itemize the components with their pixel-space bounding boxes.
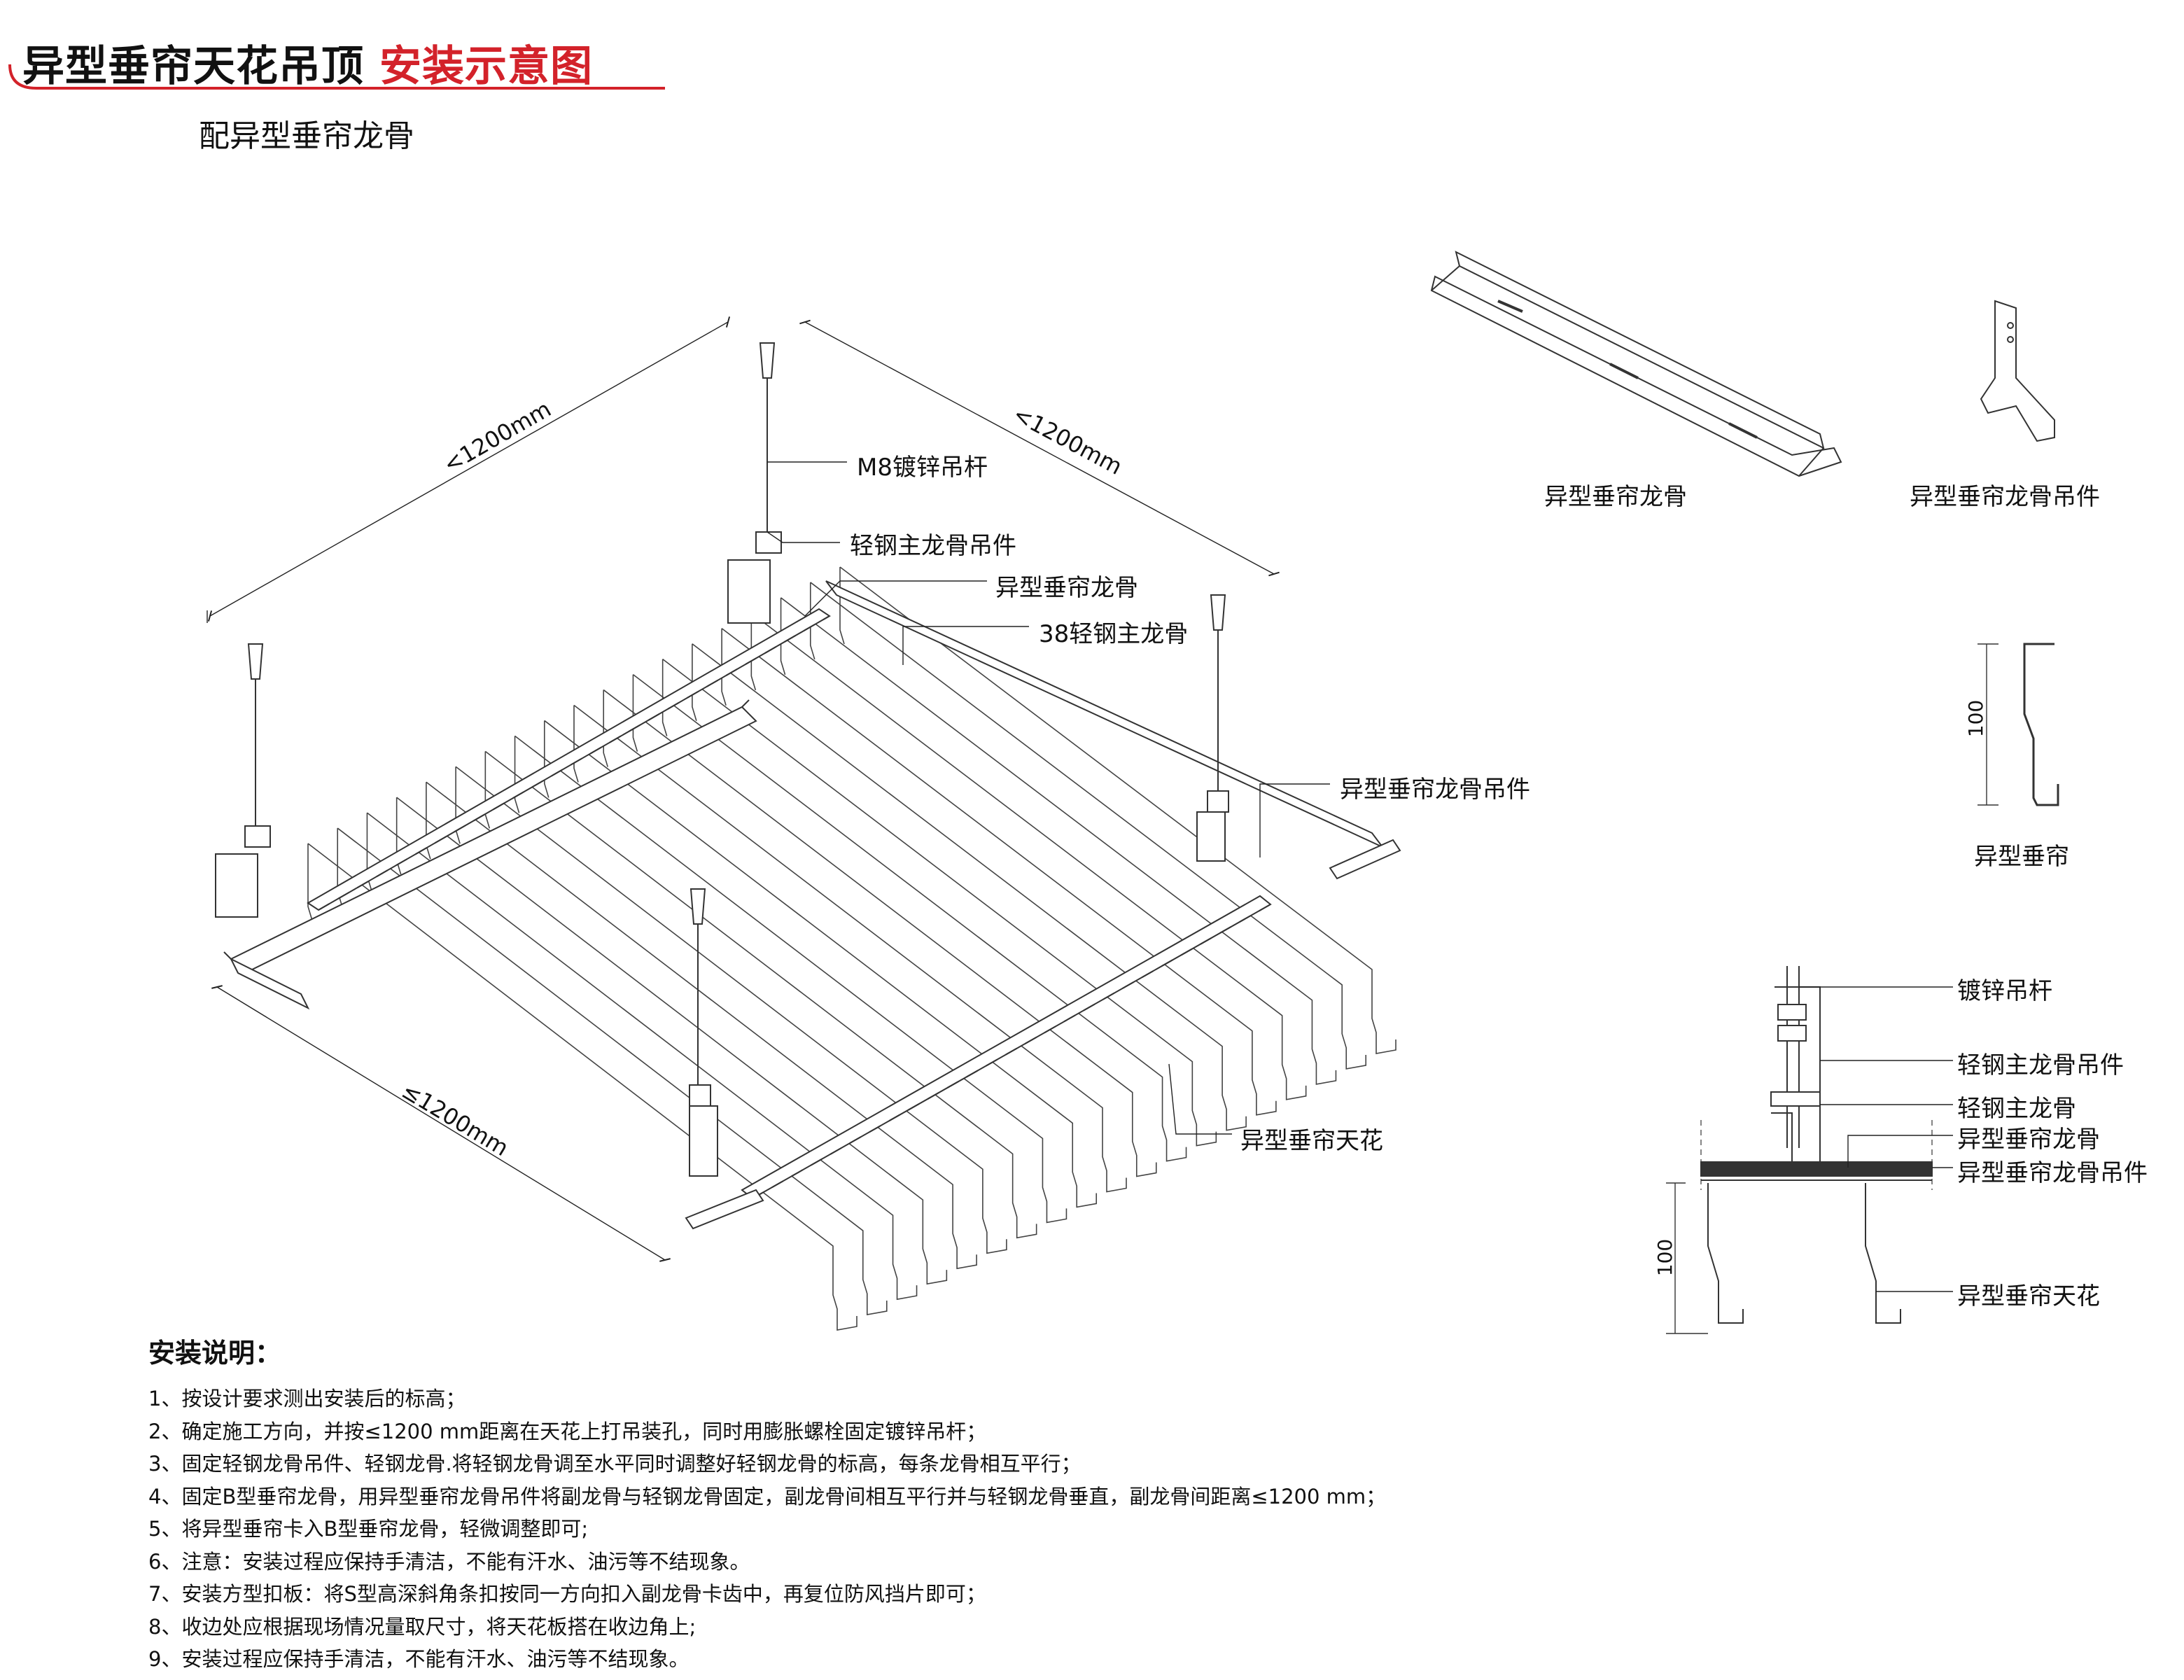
iso-ceiling-blades <box>307 566 1396 1331</box>
iso-ceiling-blade <box>692 643 1247 1131</box>
iso-ceiling-blade-end <box>750 612 757 691</box>
iso-ceiling-blade <box>632 673 1187 1162</box>
iso-ceiling-blade <box>484 750 1037 1239</box>
section-detail <box>1666 966 1933 1334</box>
iso-ceiling-blade-end <box>662 659 668 736</box>
label-section-ceiling: 异型垂帘天花 <box>1957 1282 2100 1310</box>
iso-ceiling-blade <box>544 720 1098 1208</box>
detail-keel-clip <box>1980 300 2055 442</box>
label-section-keel-hanger: 异型垂帘龙骨吊件 <box>1957 1159 2148 1187</box>
header-underline <box>8 64 665 90</box>
label-detail-clip: 异型垂帘龙骨吊件 <box>1910 483 2100 511</box>
iso-leaders <box>766 461 1330 1135</box>
iso-ceiling-blade <box>573 704 1127 1193</box>
iso-assembly <box>206 316 1401 1331</box>
iso-ceiling-blade <box>366 812 918 1301</box>
iso-main-keel-left <box>223 699 757 974</box>
iso-ceiling-blade-end <box>692 643 697 721</box>
installation-notes: 安装说明： 1、按设计要求测出安装后的标高； 2、确定施工方向，并按≤1200 … <box>148 1331 1758 1676</box>
iso-ceiling-blade <box>662 659 1217 1147</box>
label-section-profile-keel: 异型垂帘龙骨 <box>1957 1126 2100 1154</box>
iso-ceiling-blade <box>603 689 1157 1177</box>
iso-profile-keel-back <box>307 608 831 911</box>
label-section-rod: 镀锌吊杆 <box>1957 977 2052 1005</box>
label-iso-main-hanger: 轻钢主龙骨吊件 <box>850 532 1016 560</box>
note-item: 8、收边处应根据现场情况量取尺寸，将天花板搭在收边角上; <box>148 1614 696 1639</box>
label-iso-keel-hanger: 异型垂帘龙骨吊件 <box>1340 776 1530 804</box>
iso-dimensions <box>206 316 1280 1262</box>
title-accent: 安装示意图 <box>379 42 593 91</box>
iso-rods <box>247 342 1226 1085</box>
iso-ceiling-blade <box>396 797 948 1285</box>
iso-ceiling-blade-end <box>307 844 313 921</box>
iso-ceiling-blade-end <box>573 705 579 783</box>
section-leaders <box>1799 986 1953 1292</box>
note-item: 5、将异型垂帘卡入B型垂帘龙骨，轻微调整即可; <box>148 1517 589 1541</box>
notes-heading: 安装说明： <box>148 1338 282 1368</box>
iso-ceiling-blade <box>514 735 1068 1224</box>
label-iso-ceiling: 异型垂帘天花 <box>1240 1127 1383 1155</box>
note-item: 7、安装方型扣板：将S型高深斜角条扣按同一方向扣入副龙骨卡齿中，再复位防风挡片即… <box>148 1582 986 1606</box>
page-subtitle: 配异型垂帘龙骨 <box>199 118 414 154</box>
iso-ceiling-blade <box>426 781 977 1270</box>
label-section-main-keel: 轻钢主龙骨 <box>1957 1095 2076 1123</box>
note-item: 6、注意：安装过程应保持手清洁，不能有汗水、油污等不结现象。 <box>148 1549 750 1574</box>
iso-ceiling-blade <box>721 628 1277 1116</box>
iso-keel-end-left <box>229 957 310 1010</box>
page-title: 异型垂帘天花吊顶安装示意图 <box>22 32 593 93</box>
iso-ceiling-blade-end <box>780 597 786 676</box>
iso-ceiling-blade <box>839 566 1396 1054</box>
iso-ceiling-blade-end <box>809 582 816 660</box>
note-item: 3、固定轻钢龙骨吊件、轻钢龙骨.将轻钢龙骨调至水平同时调整好轻钢龙骨的标高，每条… <box>148 1452 1082 1476</box>
iso-ceiling-blade <box>780 597 1337 1085</box>
iso-ceiling-blade-end <box>632 674 638 752</box>
iso-ceiling-blade <box>455 766 1007 1254</box>
iso-ceiling-blade <box>307 843 858 1331</box>
label-detail-blade: 异型垂帘 <box>1974 843 2069 871</box>
iso-profile-keel-front <box>741 895 1272 1200</box>
iso-ceiling-blade-end <box>514 736 520 813</box>
iso-ceiling-blade <box>750 612 1307 1100</box>
label-detail-blade-height: 100 <box>1964 699 1988 738</box>
detail-blade-profile <box>1977 643 2059 806</box>
iso-ceiling-blade-end <box>603 690 608 767</box>
note-item: 1、按设计要求测出安装后的标高； <box>148 1387 466 1410</box>
iso-keel-end-front <box>685 1189 764 1230</box>
note-item: 4、固定B型垂帘龙骨，用异型垂帘龙骨吊件将副龙骨与轻钢龙骨固定，副龙骨间相互平行… <box>148 1484 1387 1508</box>
label-iso-rod: M8镀锌吊杆 <box>857 454 988 482</box>
iso-ceiling-blade <box>337 827 888 1316</box>
label-iso-profile-keel: 异型垂帘龙骨 <box>995 574 1138 602</box>
note-item: 9、安装过程应保持手清洁，不能有汗水、油污等不结现象。 <box>148 1647 690 1671</box>
iso-keel-end-right <box>1329 839 1401 880</box>
detail-profile-keel <box>1430 251 1842 477</box>
note-item: 2、确定施工方向，并按≤1200 mm距离在天花上打吊装孔，同时用膨胀螺栓固定镀… <box>148 1419 987 1443</box>
label-section-main-hanger: 轻钢主龙骨吊件 <box>1957 1051 2124 1079</box>
label-iso-main-keel: 38轻钢主龙骨 <box>1039 620 1189 648</box>
title-main: 异型垂帘天花吊顶 <box>22 42 364 91</box>
label-section-height: 100 <box>1653 1238 1677 1277</box>
iso-ceiling-blade-end <box>543 720 550 798</box>
iso-ceiling-blade-end <box>721 628 727 706</box>
label-detail-keel: 异型垂帘龙骨 <box>1544 483 1687 511</box>
iso-ceiling-blade <box>810 582 1367 1070</box>
